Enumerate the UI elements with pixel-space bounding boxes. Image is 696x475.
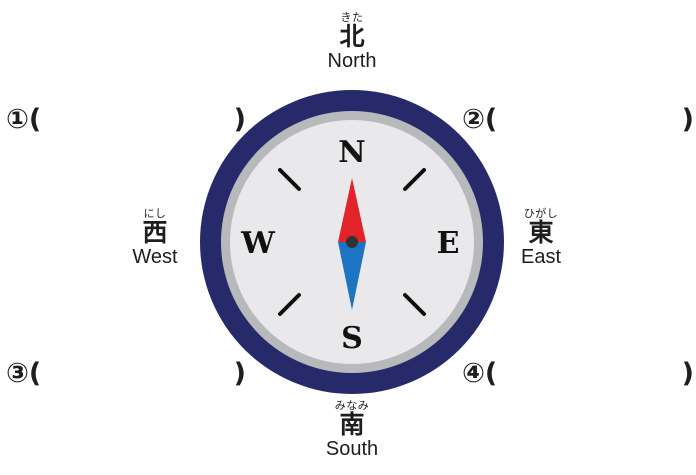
direction-west: にし 西 West [110, 208, 200, 268]
compass-letter-s: S [341, 321, 363, 356]
blank-4-close: ) [682, 358, 694, 389]
blank-1-close: ) [234, 104, 246, 135]
answer-blank-2[interactable]: ②( ) [462, 104, 694, 144]
blank-3-close: ) [234, 358, 246, 389]
blank-3-number: ③( [6, 358, 41, 389]
blank-1-number: ①( [6, 104, 41, 135]
answer-blank-1[interactable]: ①( ) [6, 104, 246, 144]
north-kanji: 北 [302, 24, 402, 50]
blank-4-number: ④( [462, 358, 497, 389]
answer-blank-4[interactable]: ④( ) [462, 358, 694, 398]
east-english: East [496, 246, 586, 268]
direction-east: ひがし 東 East [496, 208, 586, 268]
north-english: North [302, 50, 402, 72]
needle-pivot [346, 236, 358, 248]
answer-blank-3[interactable]: ③( ) [6, 358, 246, 398]
compass-letter-e: E [437, 226, 460, 261]
east-kanji: 東 [496, 220, 586, 246]
compass-letter-n: N [338, 135, 365, 170]
west-kanji: 西 [110, 220, 200, 246]
blank-2-close: ) [682, 104, 694, 135]
compass-letter-w: W [240, 226, 276, 261]
direction-south: みなみ 南 South [302, 400, 402, 460]
blank-2-number: ②( [462, 104, 497, 135]
west-english: West [110, 246, 200, 268]
south-kanji: 南 [302, 412, 402, 438]
south-english: South [302, 438, 402, 460]
direction-north: きた 北 North [302, 12, 402, 72]
